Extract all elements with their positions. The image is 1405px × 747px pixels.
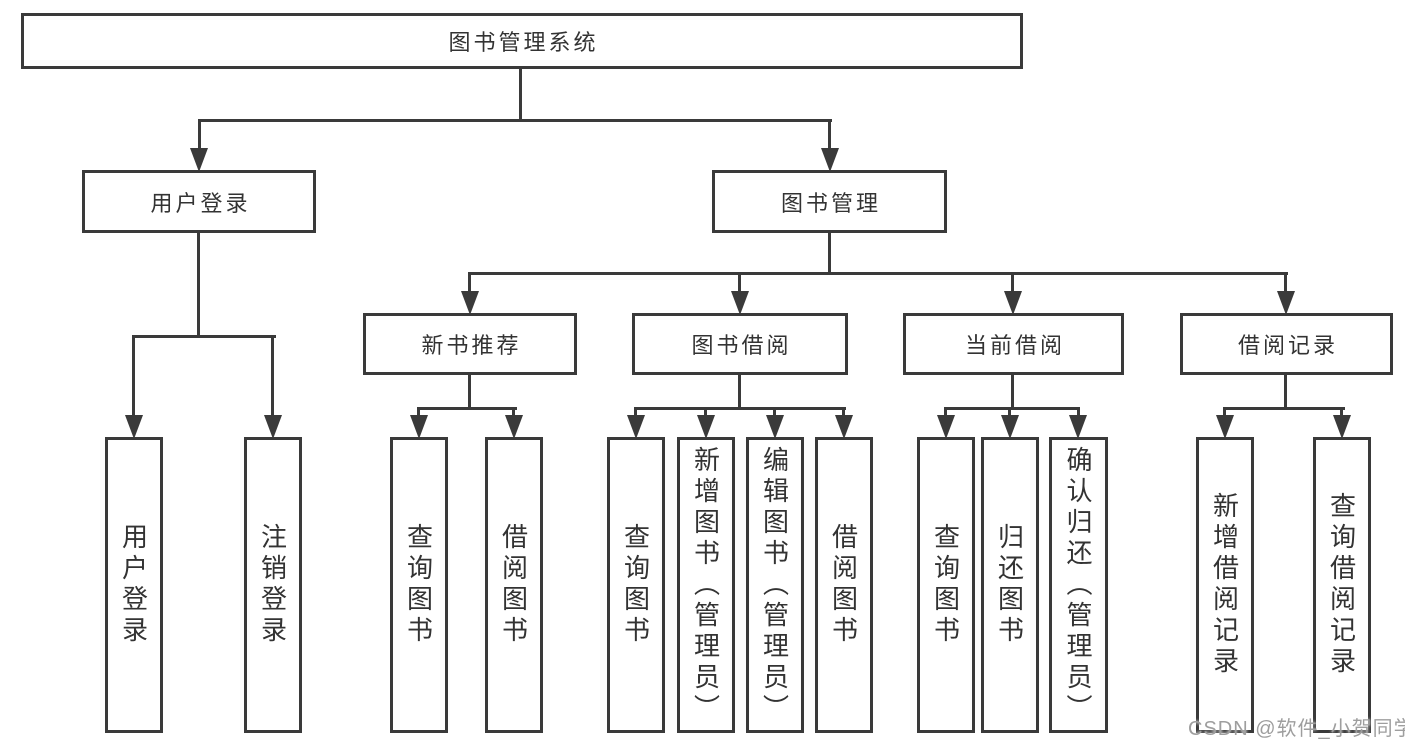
connector-line bbox=[1011, 272, 1014, 294]
node-current-borrow-label: 当前借阅 bbox=[964, 333, 1065, 358]
leaf-records-query: 查询借阅记录 bbox=[1313, 437, 1371, 733]
connector-line bbox=[132, 335, 276, 338]
connector-line bbox=[634, 407, 846, 410]
leaf-newbook-query-label: 查询图书 bbox=[403, 523, 434, 647]
leaf-user-login-label: 用户登录 bbox=[118, 523, 149, 647]
connector-line bbox=[1284, 375, 1287, 410]
arrow-down-icon bbox=[505, 415, 523, 439]
arrow-down-icon bbox=[627, 415, 645, 439]
arrow-down-icon bbox=[766, 415, 784, 439]
leaf-records-add-label: 新增借阅记录 bbox=[1209, 492, 1240, 678]
leaf-current-confirm-admin: 确认归还（管理员） bbox=[1049, 437, 1108, 733]
leaf-newbook-borrow: 借阅图书 bbox=[485, 437, 543, 733]
connector-line bbox=[468, 272, 471, 294]
connector-line bbox=[1223, 407, 1345, 410]
connector-line bbox=[132, 335, 135, 419]
leaf-current-query: 查询图书 bbox=[917, 437, 975, 733]
arrow-down-icon bbox=[937, 415, 955, 439]
node-root: 图书管理系统 bbox=[21, 13, 1023, 69]
arrow-down-icon bbox=[410, 415, 428, 439]
node-book-borrow-label: 图书借阅 bbox=[691, 333, 792, 358]
leaf-borrow-edit-admin: 编辑图书（管理员） bbox=[746, 437, 804, 733]
leaf-current-query-label: 查询图书 bbox=[930, 523, 961, 647]
arrow-down-icon bbox=[835, 415, 853, 439]
connector-line bbox=[197, 233, 200, 338]
connector-line bbox=[828, 233, 831, 275]
connector-line bbox=[1077, 407, 1080, 419]
connector-line bbox=[828, 119, 831, 152]
connector-line bbox=[704, 407, 707, 419]
connector-line bbox=[1284, 272, 1287, 294]
connector-line bbox=[1223, 407, 1226, 419]
leaf-current-confirm-admin-label: 确认归还（管理员） bbox=[1063, 445, 1093, 725]
arrow-down-icon bbox=[190, 148, 208, 172]
connector-line bbox=[468, 375, 471, 410]
node-book-borrow: 图书借阅 bbox=[632, 313, 848, 375]
leaf-current-return: 归还图书 bbox=[981, 437, 1039, 733]
arrow-down-icon bbox=[1333, 415, 1351, 439]
connector-line bbox=[738, 375, 741, 410]
node-borrow-records: 借阅记录 bbox=[1180, 313, 1393, 375]
connector-line bbox=[944, 407, 1080, 410]
connector-line bbox=[634, 407, 637, 419]
connector-line bbox=[1340, 407, 1343, 419]
node-new-book-recommend: 新书推荐 bbox=[363, 313, 577, 375]
leaf-borrow-borrow: 借阅图书 bbox=[815, 437, 873, 733]
arrow-down-icon bbox=[125, 415, 143, 439]
leaf-borrow-borrow-label: 借阅图书 bbox=[828, 523, 859, 647]
arrow-down-icon bbox=[697, 415, 715, 439]
connector-line bbox=[198, 119, 201, 152]
leaf-records-query-label: 查询借阅记录 bbox=[1326, 492, 1357, 678]
csdn-watermark: CSDN @软件_小贺同学 bbox=[1188, 718, 1405, 740]
connector-line bbox=[944, 407, 947, 419]
leaf-borrow-add-admin-label: 新增图书（管理员） bbox=[690, 445, 721, 725]
connector-line bbox=[271, 335, 274, 419]
connector-line bbox=[1008, 407, 1011, 419]
arrow-down-icon bbox=[1277, 291, 1295, 315]
node-user-login: 用户登录 bbox=[82, 170, 316, 233]
node-book-management: 图书管理 bbox=[712, 170, 947, 233]
leaf-newbook-query: 查询图书 bbox=[390, 437, 448, 733]
node-current-borrow: 当前借阅 bbox=[903, 313, 1124, 375]
connector-line bbox=[512, 407, 515, 419]
connector-line bbox=[1011, 375, 1014, 410]
connector-line bbox=[738, 272, 741, 294]
connector-line bbox=[773, 407, 776, 419]
leaf-user-login: 用户登录 bbox=[105, 437, 163, 733]
arrow-down-icon bbox=[264, 415, 282, 439]
leaf-borrow-edit-admin-label: 编辑图书（管理员） bbox=[759, 445, 790, 725]
leaf-logout-label: 注销登录 bbox=[257, 523, 288, 647]
connector-line bbox=[519, 69, 522, 122]
leaf-borrow-query: 查询图书 bbox=[607, 437, 665, 733]
connector-line bbox=[417, 407, 517, 410]
arrow-down-icon bbox=[821, 148, 839, 172]
node-new-book-recommend-label: 新书推荐 bbox=[421, 333, 522, 358]
node-root-label: 图书管理系统 bbox=[448, 30, 599, 55]
connector-line bbox=[198, 119, 832, 122]
arrow-down-icon bbox=[731, 291, 749, 315]
leaf-logout: 注销登录 bbox=[244, 437, 302, 733]
arrow-down-icon bbox=[1216, 415, 1234, 439]
leaf-newbook-borrow-label: 借阅图书 bbox=[498, 523, 529, 647]
connector-line bbox=[842, 407, 845, 419]
leaf-records-add: 新增借阅记录 bbox=[1196, 437, 1254, 733]
arrow-down-icon bbox=[1004, 291, 1022, 315]
arrow-down-icon bbox=[1069, 415, 1087, 439]
arrow-down-icon bbox=[461, 291, 479, 315]
node-borrow-records-label: 借阅记录 bbox=[1237, 333, 1338, 358]
connector-line bbox=[468, 272, 1288, 275]
leaf-current-return-label: 归还图书 bbox=[994, 523, 1025, 647]
connector-line bbox=[417, 407, 420, 419]
leaf-borrow-query-label: 查询图书 bbox=[620, 523, 651, 647]
arrow-down-icon bbox=[1001, 415, 1019, 439]
node-book-management-label: 图书管理 bbox=[780, 190, 881, 216]
node-user-login-label: 用户登录 bbox=[150, 190, 251, 216]
leaf-borrow-add-admin: 新增图书（管理员） bbox=[677, 437, 735, 733]
